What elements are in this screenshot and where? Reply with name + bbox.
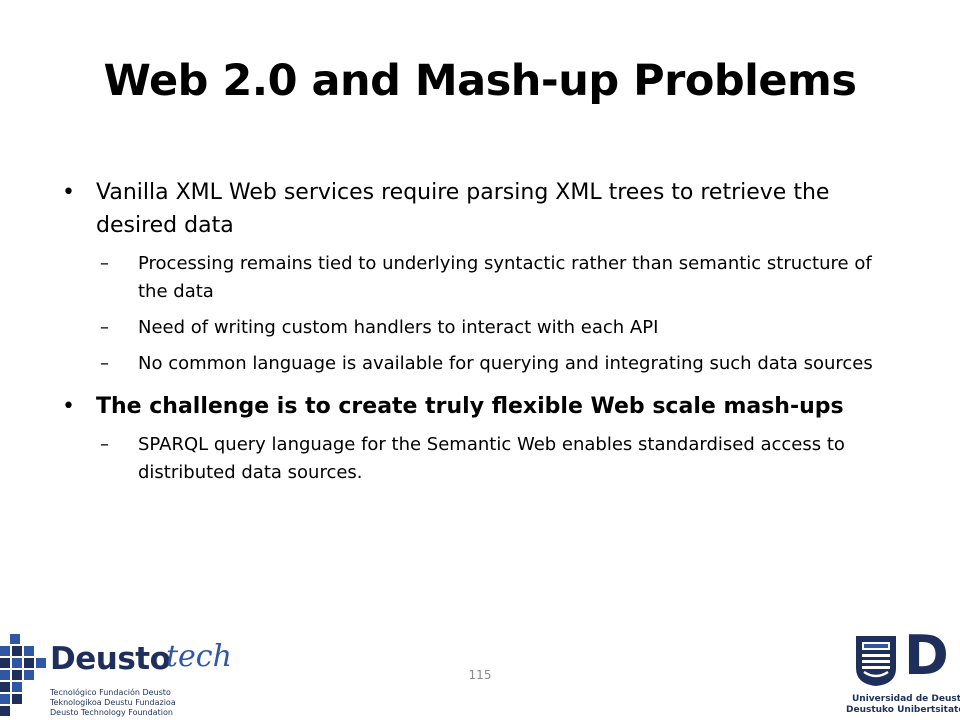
- sub-bullet-mark: –: [100, 353, 109, 374]
- sub-bullet-1-1: – Processing remains tied to underlying …: [62, 250, 902, 306]
- logo-line-1: Tecnológico Fundación Deusto: [50, 688, 171, 697]
- bullet-2: • The challenge is to create truly flexi…: [62, 390, 902, 423]
- logo-letter: D: [904, 624, 949, 687]
- bullet-mark: •: [62, 394, 75, 419]
- sub-bullet-mark: –: [100, 253, 109, 274]
- university-logo: D Universidad de Deusto Deustuko Unibert…: [830, 624, 960, 720]
- logo-university-line-1: Universidad de Deusto: [852, 694, 960, 704]
- slide-content: • Vanilla XML Web services require parsi…: [62, 176, 902, 495]
- sub-bullet-2-1: – SPARQL query language for the Semantic…: [62, 431, 902, 487]
- logo-line-2: Teknologikoa Deustu Fundazioa: [50, 698, 176, 707]
- logo-line-3: Deusto Technology Foundation: [50, 708, 173, 717]
- sub-bullet-text: Need of writing custom handlers to inter…: [138, 317, 659, 338]
- page-number: 115: [468, 668, 492, 682]
- bullet-mark: •: [62, 180, 75, 205]
- pixel-mark-icon: [0, 634, 46, 716]
- sub-bullet-mark: –: [100, 317, 109, 338]
- slide-title: Web 2.0 and Mash-up Problems: [103, 56, 857, 106]
- logo-brand-text: Deusto: [50, 641, 171, 677]
- sub-bullet-1-3: – No common language is available for qu…: [62, 350, 902, 378]
- sub-bullet-mark: –: [100, 434, 109, 455]
- bullet-text: The challenge is to create truly flexibl…: [96, 394, 844, 419]
- deustotech-logo: Deusto tech Tecnológico Fundación Deusto…: [0, 630, 260, 720]
- logo-university-line-2: Deustuko Unibertsitatea: [846, 705, 960, 715]
- bullet-text: Vanilla XML Web services require parsing…: [96, 180, 830, 238]
- logo-brand-suffix: tech: [166, 639, 232, 674]
- sub-bullet-text: No common language is available for quer…: [138, 353, 873, 374]
- sub-bullet-1-2: – Need of writing custom handlers to int…: [62, 314, 902, 342]
- shield-icon: [856, 636, 896, 686]
- sub-bullet-text: SPARQL query language for the Semantic W…: [138, 434, 845, 483]
- sub-bullet-text: Processing remains tied to underlying sy…: [138, 253, 872, 302]
- bullet-1: • Vanilla XML Web services require parsi…: [62, 176, 902, 242]
